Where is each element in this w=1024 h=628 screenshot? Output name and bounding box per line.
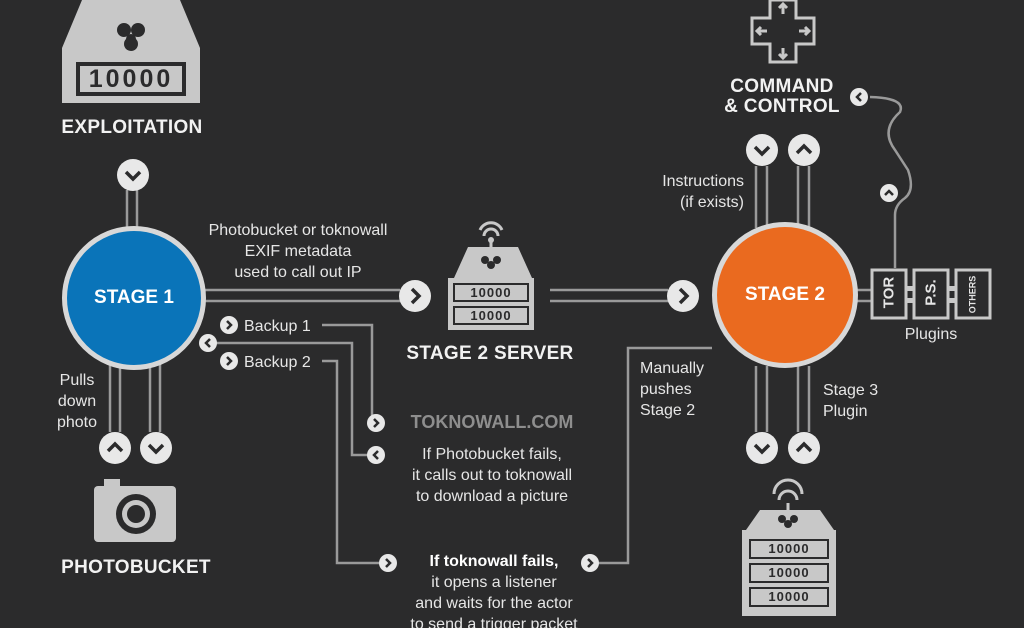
backup1-label: Backup 1: [244, 318, 311, 335]
arrow-badges: [99, 88, 898, 572]
instructions-label-1: Instructions: [662, 173, 744, 190]
stage1-node: STAGE 1: [62, 226, 206, 370]
stage2-server-icon: [448, 221, 534, 330]
exif-label-3: used to call out IP: [234, 264, 362, 281]
stage2-server-display-1: 10000: [470, 285, 512, 300]
photobucket-title: PHOTOBUCKET: [61, 557, 211, 578]
photobucket-fails-3: to download a picture: [415, 488, 569, 505]
manually-label-1: Manually: [640, 360, 705, 377]
exif-label-2: EXIF metadata: [244, 243, 352, 260]
manually-label-2: pushes: [640, 381, 692, 398]
instructions-label-2: (if exists): [680, 194, 744, 211]
plugin-server-display-3: 10000: [768, 589, 810, 604]
plugin-tor: TOR: [880, 276, 898, 309]
plugin-ps: P.S.: [922, 279, 940, 306]
plugin-others: OTHERS: [967, 275, 978, 314]
toknowall-fails-1: it opens a listener: [431, 574, 557, 591]
stage2-node: STAGE 2: [712, 222, 858, 368]
photobucket-fails-2: it calls out to toknowall: [411, 467, 573, 484]
stage2-server-title: STAGE 2 SERVER: [406, 343, 574, 364]
plugin-server-display-1: 10000: [768, 541, 810, 556]
stage2-server-display-2: 10000: [470, 308, 512, 323]
plugins-label: Plugins: [904, 326, 958, 343]
pulls-label-3: photo: [56, 414, 98, 431]
toknowall-fails-2: and waits for the actor: [415, 595, 573, 612]
plugin-server-display-2: 10000: [768, 565, 810, 580]
stage3-label-2: Plugin: [823, 403, 868, 420]
pulls-label-1: Pulls: [59, 372, 95, 389]
toknowall-fails-bold: If toknowall fails,: [429, 553, 559, 570]
biohazard-icon: [117, 23, 145, 51]
exif-label-1: Photobucket or toknowall: [208, 222, 388, 239]
exploitation-server-icon: [62, 0, 200, 103]
pulls-label-2: down: [57, 393, 97, 410]
camera-icon: [94, 479, 176, 542]
exploitation-title: EXPLOITATION: [61, 117, 203, 138]
stage2-label: STAGE 2: [745, 284, 825, 305]
backup2-label: Backup 2: [244, 354, 311, 371]
command-control-title-1: COMMAND: [730, 76, 834, 97]
toknowall-fails-3: to send a trigger packet: [410, 616, 578, 628]
command-control-title-2: & CONTROL: [724, 96, 840, 117]
stage3-label-1: Stage 3: [823, 382, 879, 399]
dpad-icon: [750, 0, 816, 64]
manually-label-3: Stage 2: [640, 402, 696, 419]
photobucket-fails-1: If Photobucket fails,: [422, 446, 562, 463]
exploitation-display: 10000: [88, 65, 174, 93]
toknowall-title: TOKNOWALL.COM: [410, 412, 574, 432]
stage1-label: STAGE 1: [94, 287, 174, 308]
plugin-server-icon: [742, 478, 836, 616]
antenna-icon: [478, 221, 504, 237]
plugins-group: [870, 268, 992, 320]
